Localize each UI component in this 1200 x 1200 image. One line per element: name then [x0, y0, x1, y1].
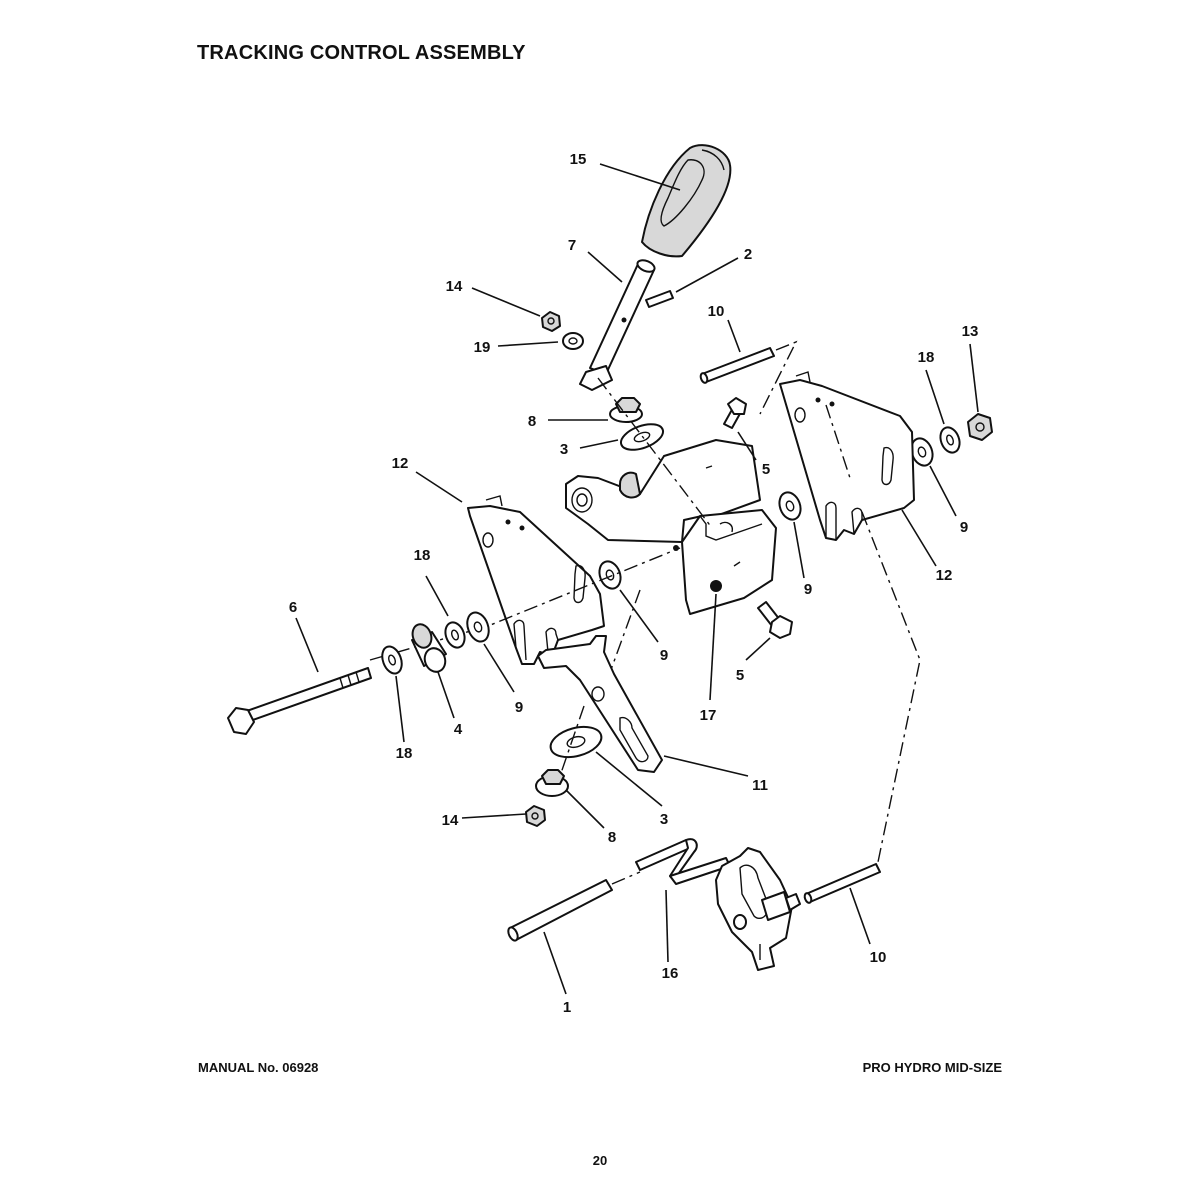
part-4-spacer — [411, 623, 447, 673]
callout-14: 14 — [446, 278, 463, 295]
callout-9: 9 — [515, 699, 523, 716]
part-8-nut-bottom — [535, 769, 569, 797]
part-11-lever — [537, 635, 663, 773]
callout-12: 12 — [936, 567, 953, 584]
clevis-assembly — [715, 847, 801, 971]
callout-14: 14 — [442, 812, 459, 829]
part-13-nut — [967, 413, 993, 441]
callout-15: 15 — [570, 151, 587, 168]
main-bracket — [565, 439, 777, 615]
part-1-rod — [507, 879, 613, 942]
callout-labels: 15 7 2 14 19 10 13 18 8 3 5 12 9 12 9 18… — [289, 151, 979, 1016]
manual-number: MANUAL No. 06928 — [198, 1060, 319, 1075]
part-5-bolt-top — [723, 397, 747, 429]
callout-9: 9 — [804, 581, 812, 598]
callout-5: 5 — [736, 667, 744, 684]
callout-2: 2 — [744, 246, 752, 263]
part-18-washer-right — [939, 426, 961, 454]
part-9-washer-inner — [466, 611, 490, 643]
part-5-bolt-bottom — [757, 601, 793, 639]
callout-8: 8 — [608, 829, 616, 846]
callout-3: 3 — [660, 811, 668, 828]
part-8-nut-top — [609, 397, 643, 423]
callout-19: 19 — [474, 339, 491, 356]
part-12-plate-left — [467, 495, 605, 665]
part-6-bolt-long — [227, 667, 372, 735]
callout-8: 8 — [528, 413, 536, 430]
callout-18: 18 — [414, 547, 431, 564]
callout-7: 7 — [568, 237, 576, 254]
part-2-pin — [645, 290, 674, 308]
part-9-washer-left — [598, 560, 622, 590]
part-7-shaft — [579, 259, 656, 391]
callout-4: 4 — [454, 721, 463, 738]
callout-9: 9 — [960, 519, 968, 536]
part-16-zrod — [635, 838, 731, 885]
callout-10: 10 — [870, 949, 887, 966]
part-18-washer-outer — [381, 645, 403, 675]
callout-18: 18 — [396, 745, 413, 762]
part-15-knob — [641, 144, 732, 258]
page-title: TRACKING CONTROL ASSEMBLY — [197, 42, 526, 64]
callout-13: 13 — [962, 323, 979, 340]
part-3-washer-bottom — [549, 725, 603, 759]
page-number: 20 — [592, 1153, 608, 1168]
part-18-washer-inner — [444, 621, 466, 649]
callout-11: 11 — [752, 777, 768, 794]
callout-3: 3 — [560, 441, 568, 458]
callout-16: 16 — [662, 965, 679, 982]
callout-17: 17 — [700, 707, 717, 724]
model-name: PRO HYDRO MID-SIZE — [862, 1060, 1002, 1075]
callout-5: 5 — [762, 461, 770, 478]
part-10-rod-bottom — [803, 863, 881, 904]
callout-6: 6 — [289, 599, 297, 616]
part-14-nut-bottom — [525, 805, 546, 827]
part-19-washer — [562, 332, 584, 350]
callout-10: 10 — [708, 303, 725, 320]
part-10-rod-top — [699, 347, 775, 384]
leader-lines — [295, 163, 979, 995]
callout-18: 18 — [918, 349, 935, 366]
callout-9: 9 — [660, 647, 668, 664]
part-9-washer-center — [778, 491, 802, 521]
part-12-plate-right — [779, 371, 915, 541]
callout-12: 12 — [392, 455, 409, 472]
callout-1: 1 — [563, 999, 571, 1016]
part-14-nut-top — [541, 311, 561, 332]
